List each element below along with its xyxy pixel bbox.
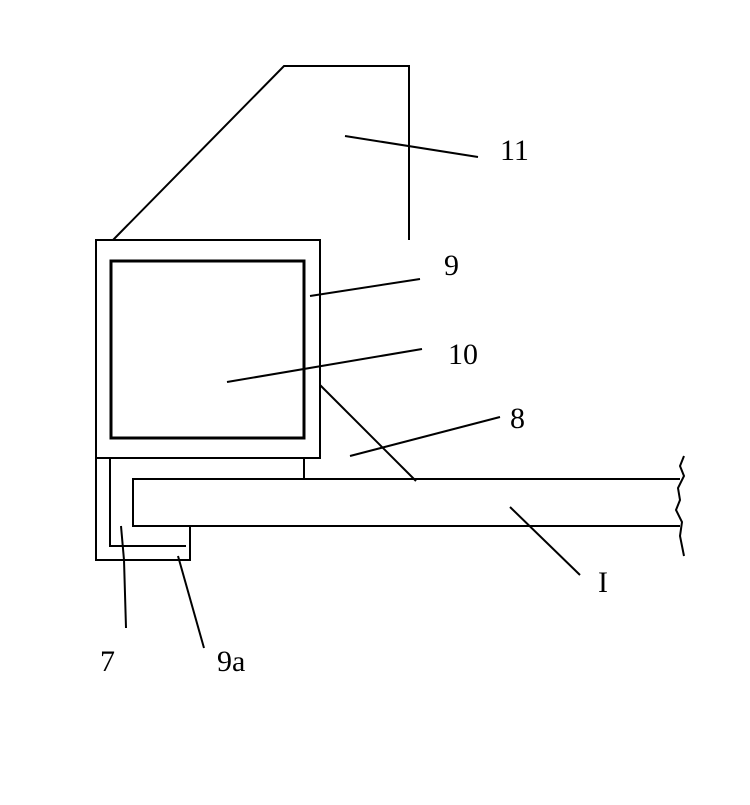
part-I-plate <box>132 478 680 527</box>
leader-9a <box>177 555 205 649</box>
leader-8 <box>349 416 501 457</box>
leader-11 <box>344 135 479 158</box>
label-11: 11 <box>500 134 529 167</box>
label-10: 10 <box>448 338 478 371</box>
label-7: 7 <box>100 645 115 678</box>
label-8: 8 <box>510 402 525 435</box>
part-7-line <box>120 525 127 629</box>
leader-9 <box>309 278 421 297</box>
label-I: I <box>598 566 608 599</box>
label-9a: 9a <box>217 645 245 678</box>
leader-I <box>509 506 581 576</box>
part-8-support <box>319 384 417 482</box>
leader-10 <box>226 348 423 383</box>
part-11-block <box>112 65 410 241</box>
part-9-lower-channel <box>95 458 191 561</box>
plate-break-line <box>674 455 686 557</box>
label-9: 9 <box>444 249 459 282</box>
part-10-insert <box>109 259 306 440</box>
part-9-frame <box>95 239 321 459</box>
part-9-inner-lower <box>109 458 186 547</box>
